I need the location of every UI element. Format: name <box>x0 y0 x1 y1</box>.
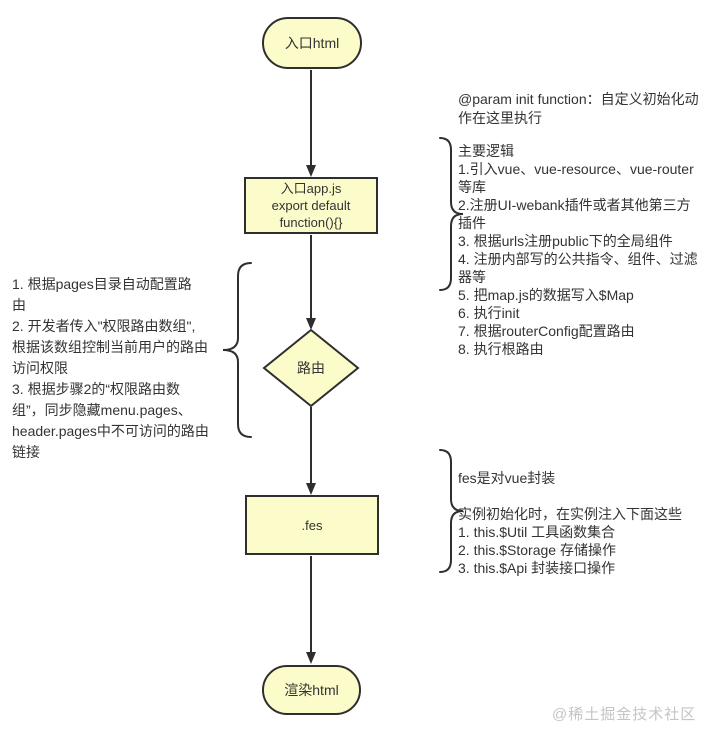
flow-node-entry-html: 入口html <box>262 17 362 69</box>
arrow-route-to-fes <box>306 407 316 495</box>
left-brace <box>222 262 252 438</box>
flow-node-fes: .fes <box>245 495 379 555</box>
flow-node-entry-appjs: 入口app.js export default function(){} <box>244 177 378 234</box>
flow-node-render-html: 渲染html <box>262 665 361 715</box>
param-init-annotation: @param init function：自定义初始化动 作在这里执行 <box>458 91 699 126</box>
arrow-fes-to-end <box>306 556 316 664</box>
arrow-start-to-appjs <box>306 70 316 177</box>
flow-node-entry-appjs-label: 入口app.js export default function(){} <box>271 181 351 230</box>
flow-node-route-label: 路由 <box>297 360 325 376</box>
arrow-appjs-to-route <box>306 235 316 330</box>
main-logic-annotation: 主要逻辑 1.引入vue、vue-resource、vue-router 等库 … <box>458 143 698 357</box>
flow-node-entry-html-label: 入口html <box>284 35 340 51</box>
watermark: @稀土掘金技术社区 <box>552 706 697 723</box>
fes-annotation: fes是对vue封装 实例初始化时，在实例注入下面这些 1. this.$Uti… <box>458 470 682 576</box>
flow-node-fes-label: .fes <box>301 517 323 533</box>
route-rules-annotation: 1. 根据pages目录自动配置路 由 2. 开发者传入"权限路由数组", 根据… <box>12 276 209 460</box>
route-diamond-shape <box>262 328 360 408</box>
right-brace-fes <box>439 449 464 573</box>
flow-node-route: 路由 <box>264 330 358 406</box>
right-brace-main-logic <box>439 137 464 291</box>
flow-node-render-html-label: 渲染html <box>284 682 339 698</box>
